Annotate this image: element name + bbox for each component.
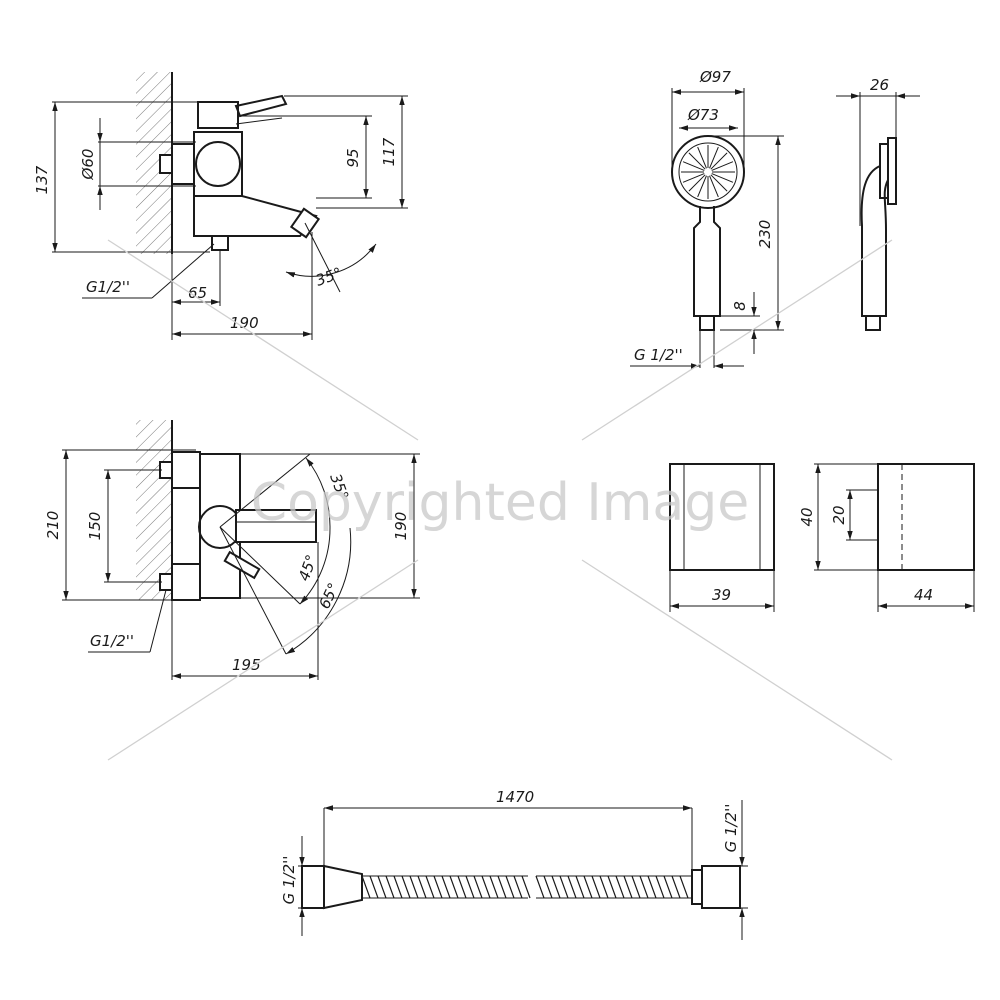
dim-44: 44 (914, 586, 933, 604)
thread-hand-shower: G 1/2'' (634, 346, 683, 364)
hose-nut-left (301, 865, 325, 909)
spray-spoke (711, 161, 734, 171)
wall-nut (171, 143, 195, 185)
spray-spoke (710, 174, 728, 192)
spray-spoke (682, 173, 705, 183)
spray-face (681, 145, 735, 199)
angle-35: 35° (313, 264, 344, 290)
hose-spring-right (535, 875, 689, 899)
mixer-side-view: 137 Ø60 95 117 35° G1/2'' 65 190 (33, 72, 408, 340)
hose-cone-right (691, 869, 703, 905)
angle-65-top: 65° (315, 580, 343, 612)
diverter-outlet (211, 235, 229, 251)
dim-190-top: 190 (392, 512, 410, 541)
top-nut-upper (171, 451, 201, 489)
dim-117: 117 (380, 137, 398, 166)
shower-hose: 1470 G 1/2'' G 1/2'' (280, 788, 748, 940)
diverter-knob (223, 550, 261, 580)
spray-spoke (688, 174, 706, 192)
handle-lever (234, 94, 288, 118)
dim-65: 65 (188, 284, 207, 302)
dim-8: 8 (731, 301, 749, 311)
spray-spoke (710, 152, 728, 170)
dim-95: 95 (344, 148, 362, 167)
holder-front-inner (683, 463, 761, 571)
wall-holder-front: 39 (669, 463, 775, 612)
handle-side (860, 165, 889, 317)
dim-1470: 1470 (496, 788, 534, 806)
spray-spoke (709, 146, 719, 169)
dim-230: 230 (756, 220, 774, 249)
dim-39: 39 (712, 586, 731, 604)
shower-head-inner (678, 142, 738, 202)
dim-d60: Ø60 (79, 149, 97, 181)
wall-holder-side: 40 20 44 (798, 463, 975, 612)
spray-spoke (711, 173, 734, 183)
spray-spoke (697, 146, 707, 169)
dim-d73: Ø73 (687, 106, 719, 124)
top-nut-lower (171, 563, 201, 601)
watermark-text: Copyrighted Image (251, 473, 749, 533)
dim-195: 195 (232, 656, 261, 674)
top-body (199, 453, 241, 599)
dim-d97: Ø97 (699, 68, 731, 86)
mixer-top-view: 210 150 190 35° 45° 65° G1/2'' 195 (44, 420, 420, 680)
handle-line (235, 117, 283, 125)
dim-137: 137 (33, 165, 51, 194)
spray-spoke (688, 152, 706, 170)
dim-190: 190 (230, 314, 259, 332)
handle-side-thread (865, 315, 881, 331)
thread-side: G1/2'' (86, 278, 130, 296)
dim-20: 20 (830, 505, 848, 524)
thread-hose-right: G 1/2'' (722, 804, 740, 853)
hose-cone-left (323, 864, 363, 910)
hose-nut-right (701, 865, 741, 909)
dim-150: 150 (86, 512, 104, 541)
spray-spoke (709, 175, 719, 198)
handle-base (197, 101, 239, 129)
handle-thread (699, 315, 715, 331)
dim-26: 26 (870, 76, 889, 94)
watermark: Copyrighted Image (107, 239, 893, 761)
hand-shower-front: Ø97 Ø73 230 8 G 1/2'' (630, 68, 784, 369)
head-side (887, 137, 897, 205)
dim-210: 210 (44, 511, 62, 540)
spray-spoke (682, 161, 705, 171)
shower-handle (693, 206, 721, 317)
spray-spoke (697, 175, 707, 198)
hand-shower-side: 26 (836, 76, 920, 331)
thread-hose-left: G 1/2'' (280, 856, 298, 905)
cartridge-circle (195, 141, 241, 187)
thread-top: G1/2'' (90, 632, 134, 650)
angle-45-top: 45° (295, 552, 321, 583)
dim-40: 40 (798, 507, 816, 526)
top-spout (235, 509, 317, 543)
eccentric-fitting (159, 154, 173, 174)
hose-spring-left (361, 875, 531, 899)
holder-side-body (877, 463, 975, 571)
